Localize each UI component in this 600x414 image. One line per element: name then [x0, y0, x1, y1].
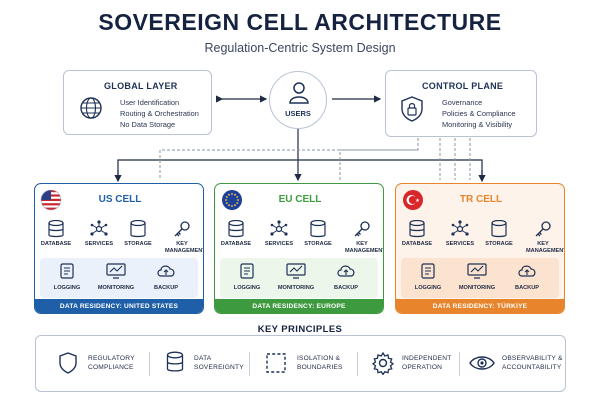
ops-label: MONITORING	[97, 285, 135, 291]
principle-line: OBSERVABILITY &	[502, 355, 563, 362]
key-icon	[354, 221, 370, 237]
principle-line: DATA	[194, 355, 212, 362]
monitoring-icon	[286, 263, 306, 279]
ops-label: LOGGING	[414, 285, 442, 291]
users-label: USERS	[285, 109, 311, 118]
service-label: DATABASE	[401, 241, 433, 247]
eu-ops-panel: LOGGING MONITORING BACKUP	[220, 258, 378, 298]
us-cell-title: US CELL	[98, 194, 142, 205]
global-item: Routing & Orchestration	[120, 109, 199, 118]
dashed-square-icon	[266, 353, 286, 373]
services-network-icon	[451, 220, 469, 236]
eu-flag-icon	[222, 190, 242, 210]
service-label: SERVICES	[264, 241, 294, 247]
control-plane-box: CONTROL PLANE Governance Policies & Comp…	[385, 70, 537, 137]
routing-bus	[117, 159, 483, 178]
ops-label: MONITORING	[458, 285, 496, 291]
principles-title: KEY PRINCIPLES	[257, 324, 343, 335]
service-label: DATABASE	[40, 241, 72, 247]
control-item: Governance	[442, 98, 483, 107]
services-network-icon	[90, 220, 108, 236]
control-item: Monitoring & Visibility	[442, 120, 513, 129]
eye-icon	[469, 356, 495, 370]
monitoring-icon	[467, 263, 487, 279]
divider	[357, 352, 358, 376]
gear-icon	[371, 351, 395, 375]
divider	[459, 352, 460, 376]
global-layer-title: GLOBAL LAYER	[104, 81, 178, 91]
us-flag-icon	[40, 189, 62, 211]
services-network-icon	[270, 220, 288, 236]
ops-label: BACKUP	[154, 285, 178, 291]
key-icon	[535, 221, 551, 237]
global-layer-box: GLOBAL LAYER User Identification Routing…	[63, 70, 212, 135]
logging-icon	[60, 263, 74, 279]
page-subtitle: Regulation-Centric System Design	[204, 41, 396, 55]
database-icon	[409, 220, 425, 238]
backup-cloud-icon	[337, 265, 355, 277]
shield-lock-icon	[401, 96, 423, 122]
eu-cell: EU CELL DATABASE SERVICES STORAGE KEY MA…	[214, 183, 384, 314]
us-residency-band: DATA RESIDENCY: UNITED STATES	[35, 299, 203, 313]
eu-cell-title: EU CELL	[278, 194, 322, 205]
key-icon	[174, 221, 190, 237]
principle-line: ACCOUNTABILITY	[502, 364, 562, 371]
principles-box: REGULATORY COMPLIANCE DATA SOVEREIGNTY I…	[35, 335, 566, 392]
backup-cloud-icon	[518, 265, 536, 277]
principle-line: SOVEREIGNTY	[194, 364, 244, 371]
service-label: DATABASE	[220, 241, 252, 247]
logging-icon	[421, 263, 435, 279]
global-item: User Identification	[120, 98, 180, 107]
us-ops-panel: LOGGING MONITORING BACKUP	[40, 258, 198, 298]
eu-residency-band: DATA RESIDENCY: EUROPE	[215, 299, 383, 313]
principle-line: BOUNDARIES	[297, 364, 343, 371]
global-item: No Data Storage	[120, 120, 176, 129]
ops-label: BACKUP	[334, 285, 358, 291]
divider	[149, 352, 150, 376]
logging-icon	[240, 263, 254, 279]
ops-label: BACKUP	[515, 285, 539, 291]
ops-label: LOGGING	[233, 285, 261, 291]
service-label: STORAGE	[124, 241, 152, 247]
control-plane-title: CONTROL PLANE	[422, 81, 504, 91]
users-node: USERS	[269, 71, 327, 129]
tr-residency-band: DATA RESIDENCY: TÜRKIYE	[396, 299, 564, 313]
service-label: KEY MANAGEMENT	[345, 241, 384, 254]
tr-cell-title: TR CELL	[459, 194, 503, 205]
service-label: KEY MANAGEMENT	[165, 241, 204, 254]
principle-line: INDEPENDENT	[402, 355, 452, 362]
tr-flag-icon	[403, 190, 423, 210]
divider	[249, 352, 250, 376]
principle-line: COMPLIANCE	[88, 364, 134, 371]
principle-line: REGULATORY	[88, 355, 135, 362]
service-label: STORAGE	[304, 241, 332, 247]
storage-icon	[491, 220, 507, 238]
user-icon	[289, 82, 309, 104]
monitoring-icon	[106, 263, 126, 279]
ops-label: LOGGING	[53, 285, 81, 291]
principle-line: OPERATION	[402, 364, 443, 371]
service-label: SERVICES	[445, 241, 475, 247]
database-icon	[48, 220, 64, 238]
principle-line: ISOLATION &	[297, 355, 341, 362]
storage-icon	[130, 220, 146, 238]
control-item: Policies & Compliance	[442, 109, 516, 118]
tr-ops-panel: LOGGING MONITORING BACKUP	[401, 258, 559, 298]
service-label: KEY MANAGEMENT	[526, 241, 565, 254]
control-dashed-links	[159, 138, 471, 180]
ops-label: MONITORING	[277, 285, 315, 291]
tr-cell: TR CELL DATABASE SERVICES STORAGE KEY MA…	[395, 183, 565, 314]
database-icon	[228, 220, 244, 238]
service-label: SERVICES	[84, 241, 114, 247]
service-label: STORAGE	[485, 241, 513, 247]
us-cell: US CELL DATABASE SERVICES STORAGE KEY MA…	[34, 183, 204, 314]
shield-icon	[59, 352, 77, 374]
page-title: SOVEREIGN CELL ARCHITECTURE	[98, 9, 502, 35]
backup-cloud-icon	[157, 265, 175, 277]
globe-network-icon	[80, 97, 102, 119]
database-icon	[166, 351, 184, 372]
storage-icon	[310, 220, 326, 238]
